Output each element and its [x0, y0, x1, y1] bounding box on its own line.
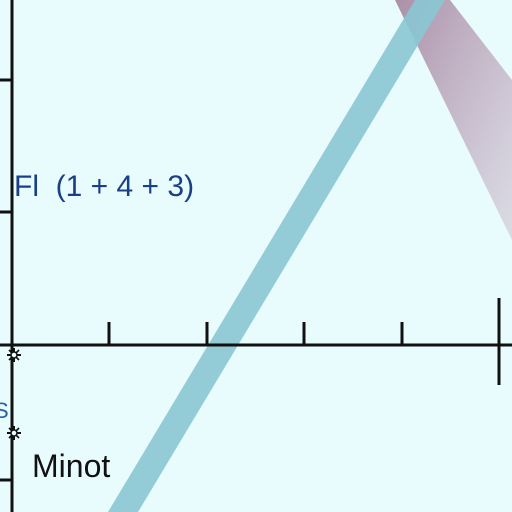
primary-corridor [108, 0, 445, 512]
flight-level-label: Fl (1 + 4 + 3) [14, 170, 195, 203]
airport-symbol-icon [7, 426, 21, 440]
airport-symbol-icon [7, 348, 21, 362]
city-label-minot: Minot [32, 448, 111, 484]
secondary-corridor [395, 0, 512, 240]
partial-edge-label: S [0, 398, 9, 423]
